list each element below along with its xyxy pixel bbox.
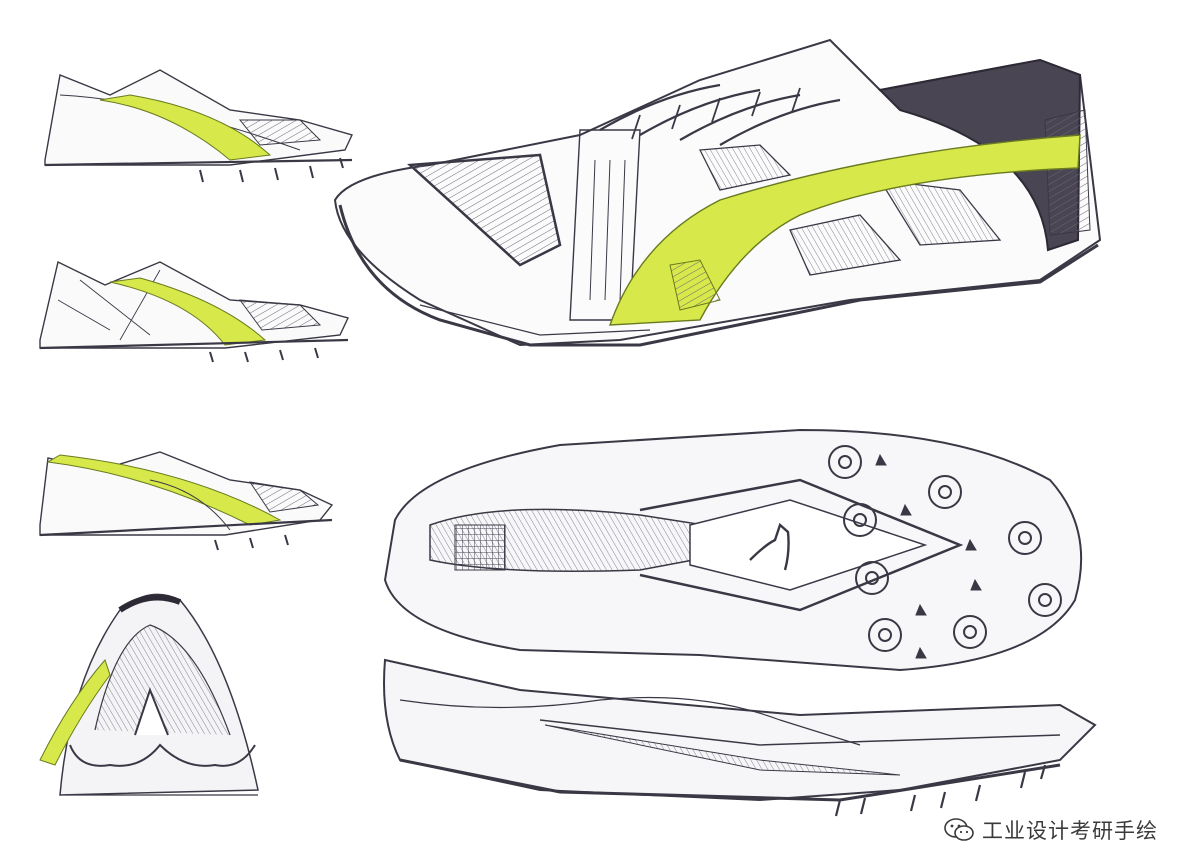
main-shoe-side-view	[333, 38, 1102, 347]
watermark: 工业设计考研手绘	[940, 813, 1162, 847]
thumbnail-shoe-1	[44, 69, 353, 183]
spike-pins	[828, 445, 1062, 652]
watermark-text: 工业设计考研手绘	[982, 819, 1158, 843]
thumbnail-shoe-2	[39, 260, 349, 363]
wechat-icon	[944, 818, 974, 841]
lower-side-view	[383, 658, 1097, 817]
thumbnail-shoe-3	[39, 451, 334, 551]
outsole-bottom-view	[383, 428, 1083, 672]
heel-rear-view	[39, 593, 259, 796]
